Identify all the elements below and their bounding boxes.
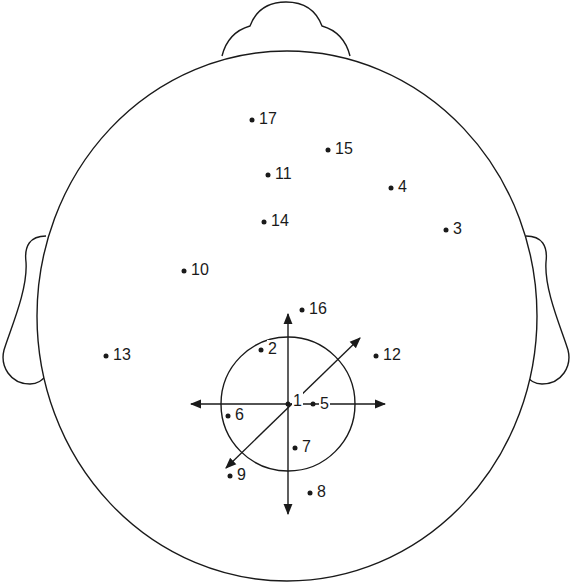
- callout-number: 13: [112, 346, 132, 364]
- nose-outline: [222, 2, 350, 56]
- callout-number: 4: [397, 178, 408, 196]
- callout-number: 16: [308, 300, 328, 318]
- callout-number: 8: [316, 483, 327, 501]
- callout-number: 2: [267, 340, 278, 358]
- point-dots: [104, 118, 449, 496]
- callout-number: 10: [190, 261, 210, 279]
- callout-number: 11: [274, 165, 293, 183]
- callout-number: 15: [334, 140, 354, 158]
- axis-arrow: [226, 338, 360, 468]
- callout-number: 17: [258, 110, 278, 128]
- axis-arrow: [287, 314, 288, 514]
- callout-number: 1: [292, 392, 303, 410]
- callout-number: 6: [234, 406, 245, 424]
- head-outline: [37, 51, 537, 581]
- callout-number: 3: [452, 220, 463, 238]
- callout-number: 5: [319, 395, 330, 413]
- callout-number: 12: [382, 346, 402, 364]
- callout-number: 7: [301, 438, 312, 456]
- callout-number: 14: [270, 212, 290, 230]
- callout-number: 9: [236, 466, 247, 484]
